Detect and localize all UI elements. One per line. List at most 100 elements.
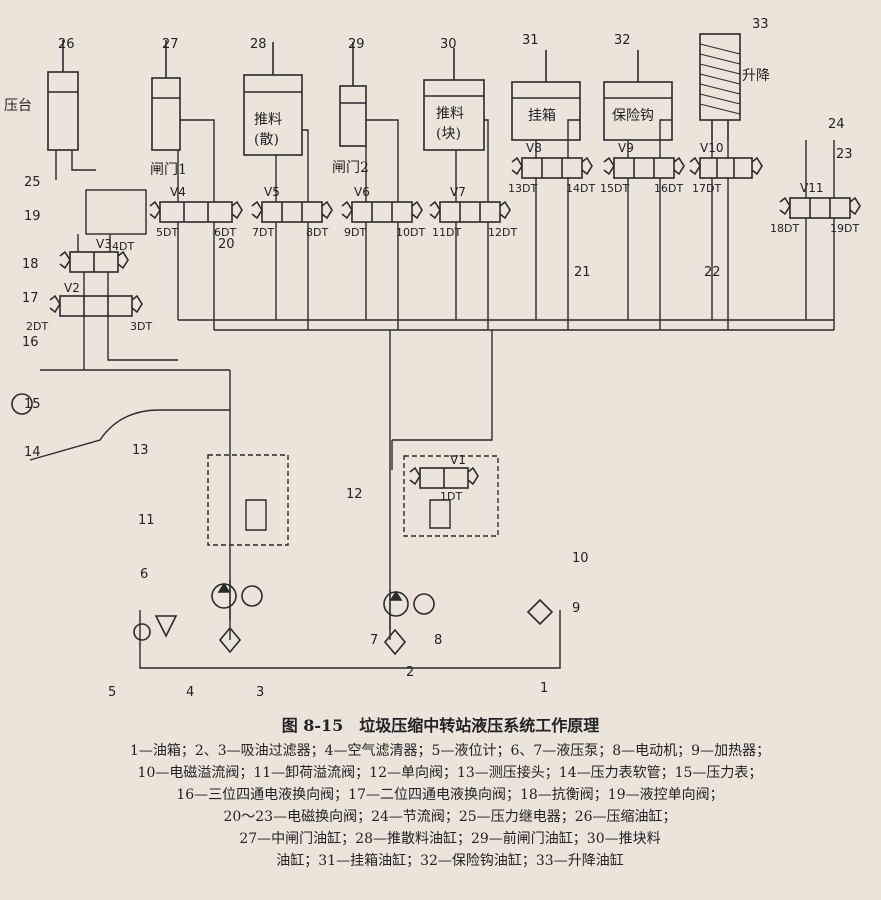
valve-v2 — [49, 294, 143, 317]
num-19: 19 — [24, 209, 41, 224]
label-press-table: 压台 — [4, 98, 32, 114]
valve-label-v6: V6 — [354, 185, 370, 199]
label-gate1: 闸门1 — [150, 162, 187, 178]
level-gauge-5 — [133, 623, 151, 641]
valve-v1 — [409, 466, 479, 489]
valve-label-v7: V7 — [450, 185, 466, 199]
num-20: 20 — [218, 237, 235, 252]
num-13: 13 — [132, 443, 149, 458]
legend-line: 油缸；31—挂箱油缸；32—保险钩油缸；33—升降油缸 — [276, 853, 624, 869]
num-14: 14 — [24, 445, 41, 460]
gauge-15 — [11, 393, 33, 415]
num-25: 25 — [24, 175, 41, 190]
valve-v5 — [251, 200, 333, 223]
filter-9 — [526, 598, 554, 626]
dt-9: 9DT — [344, 226, 366, 239]
hydraulic-diagram: 26 27 28 29 30 31 32 33 24 23 25 19 18 1… — [4, 17, 861, 700]
num-22: 22 — [704, 265, 721, 280]
legend-line: 27—中闸门油缸；28—推散料油缸；29—前闸门油缸；30—推块料 — [239, 831, 661, 847]
cylinder-33 — [699, 33, 741, 140]
valve-label-v4: V4 — [170, 185, 186, 199]
valve-label-v5: V5 — [264, 185, 280, 199]
num-1: 1 — [540, 681, 548, 696]
num-9: 9 — [572, 601, 580, 616]
valve-label-v1: V1 — [450, 453, 466, 467]
num-16: 16 — [22, 335, 39, 350]
dt-17: 17DT — [692, 182, 721, 195]
valve-v3 — [59, 250, 129, 273]
dt-19: 19DT — [830, 222, 859, 235]
num-32: 32 — [614, 33, 631, 48]
filter-3 — [218, 626, 242, 654]
valve-label-v11: V11 — [800, 181, 823, 195]
valve-v9 — [603, 156, 685, 179]
valve-label-v10: V10 — [700, 141, 723, 155]
legend-line: 16—三位四通电液换向阀；17—二位四通电液换向阀；18—抗衡阀；19—液控单向… — [176, 787, 724, 803]
dt-11: 11DT — [432, 226, 461, 239]
cylinder-30 — [423, 48, 485, 151]
num-11: 11 — [138, 513, 155, 528]
num-21: 21 — [574, 265, 591, 280]
air-filter-4 — [154, 615, 178, 638]
cylinder-29 — [339, 42, 367, 147]
num-33: 33 — [752, 17, 769, 32]
dt-13: 13DT — [508, 182, 537, 195]
num-6: 6 — [140, 567, 148, 582]
cylinder-28 — [243, 42, 303, 156]
num-24: 24 — [828, 117, 845, 132]
label-push-block-1: 推料 — [436, 106, 464, 122]
label-push-loose-1: 推料 — [254, 112, 282, 128]
dt-16: 16DT — [654, 182, 683, 195]
valve-label-v2: V2 — [64, 281, 80, 295]
pump-7 — [383, 590, 435, 617]
legend-line: 10—电磁溢流阀；11—卸荷溢流阀；12—单向阀；13—测压接头；14—压力表软… — [137, 765, 763, 781]
dt-3: 3DT — [130, 320, 152, 333]
num-18: 18 — [22, 257, 39, 272]
dt-2: 2DT — [26, 320, 48, 333]
valve-label-v8: V8 — [526, 141, 542, 155]
dt-12: 12DT — [488, 226, 517, 239]
dt-14: 14DT — [566, 182, 595, 195]
num-17: 17 — [22, 291, 39, 306]
num-28: 28 — [250, 37, 267, 52]
cylinder-31 — [511, 50, 581, 141]
figure-caption: 图 8-15 垃圾压缩中转站液压系统工作原理 — [281, 716, 600, 735]
valve-v8 — [511, 156, 593, 179]
label-hang-box: 挂箱 — [528, 108, 556, 124]
num-15: 15 — [24, 397, 41, 412]
num-12: 12 — [346, 487, 363, 502]
cylinder-27 — [151, 40, 181, 151]
num-10: 10 — [572, 551, 589, 566]
label-safety-hook: 保险钩 — [612, 108, 654, 124]
num-7: 7 — [370, 633, 378, 648]
pump-6 — [211, 582, 263, 609]
valve-v6 — [341, 200, 423, 223]
valve-label-v9: V9 — [618, 141, 634, 155]
dt-4: 4DT — [112, 240, 134, 253]
filter-2 — [383, 628, 407, 656]
valve-v10 — [689, 156, 763, 179]
valve-v4 — [149, 200, 243, 223]
label-lift: 升降 — [742, 68, 770, 84]
num-31: 31 — [522, 33, 539, 48]
num-3: 3 — [256, 685, 264, 700]
dt-1: 1DT — [440, 490, 462, 503]
dt-7: 7DT — [252, 226, 274, 239]
cylinder-32 — [603, 50, 673, 141]
label-push-loose-2: (散) — [254, 132, 279, 148]
num-23: 23 — [836, 147, 853, 162]
figure-legend: 1—油箱；2、3—吸油过滤器；4—空气滤清器；5—液位计；6、7—液压泵；8—电… — [40, 740, 860, 872]
num-29: 29 — [348, 37, 365, 52]
valve-v7 — [429, 200, 511, 223]
valve-label-v3: V3 — [96, 237, 112, 251]
num-5: 5 — [108, 685, 116, 700]
num-8: 8 — [434, 633, 442, 648]
dt-6: 6DT — [214, 226, 236, 239]
label-gate2: 闸门2 — [332, 160, 369, 176]
pipelines — [29, 119, 835, 669]
dt-8: 8DT — [306, 226, 328, 239]
valve-v11 — [779, 196, 861, 219]
legend-line: 20～23—电磁换向阀；24—节流阀；25—压力继电器；26—压缩油缸； — [223, 809, 677, 825]
dt-10: 10DT — [396, 226, 425, 239]
cylinder-26 — [47, 40, 79, 151]
